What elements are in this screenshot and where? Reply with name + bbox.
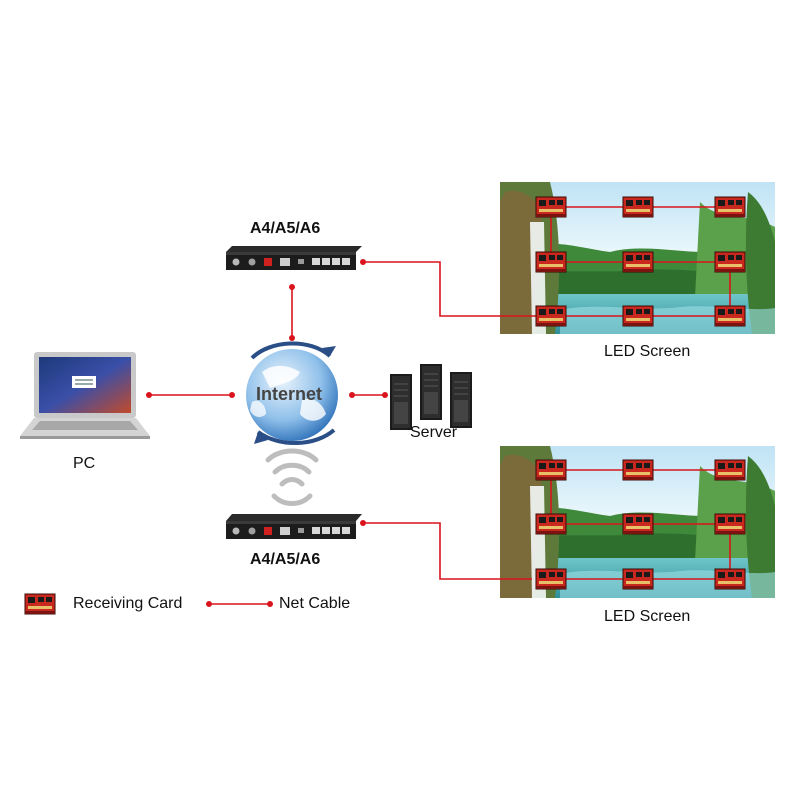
player-bottom-label: A4/A5/A6	[250, 551, 321, 568]
receiving-card	[622, 459, 654, 481]
receiving-card	[535, 196, 567, 218]
internet-label: Internet	[256, 384, 323, 404]
receiving-card	[714, 251, 746, 273]
receiving-card	[714, 196, 746, 218]
receiving-card	[535, 459, 567, 481]
receiving-card	[535, 568, 567, 590]
laptop-pc-icon	[20, 352, 150, 439]
receiving-card	[535, 513, 567, 535]
receiving-card	[622, 305, 654, 327]
player-top-label: A4/A5/A6	[250, 220, 321, 237]
receiving-card	[535, 305, 567, 327]
internet-globe-icon	[246, 341, 338, 445]
legend-receiving-card-label: Receiving Card	[73, 595, 183, 612]
legend-net-cable-label: Net Cable	[279, 595, 351, 612]
receiving-card	[622, 251, 654, 273]
receiving-card	[714, 568, 746, 590]
receiving-card	[535, 251, 567, 273]
player-top	[226, 246, 362, 270]
wireless-signal-icon	[265, 448, 319, 506]
cable-player-top-to-screen-top	[363, 261, 532, 317]
receiving-card	[622, 513, 654, 535]
legend-receiving-card-icon	[24, 593, 56, 615]
receiving-card	[622, 196, 654, 218]
pc-label: PC	[73, 455, 96, 472]
led-screen-top-label: LED Screen	[604, 343, 691, 360]
receiving-card	[714, 513, 746, 535]
cable-dots	[146, 259, 388, 607]
server-label: Server	[410, 424, 458, 441]
server-icon	[389, 363, 473, 431]
receiving-card	[622, 568, 654, 590]
led-screen-bottom-label: LED Screen	[604, 608, 691, 625]
receiving-card	[714, 305, 746, 327]
player-bottom	[226, 514, 362, 539]
cable-player-bottom-to-screen-bottom	[363, 522, 532, 580]
receiving-card	[714, 459, 746, 481]
